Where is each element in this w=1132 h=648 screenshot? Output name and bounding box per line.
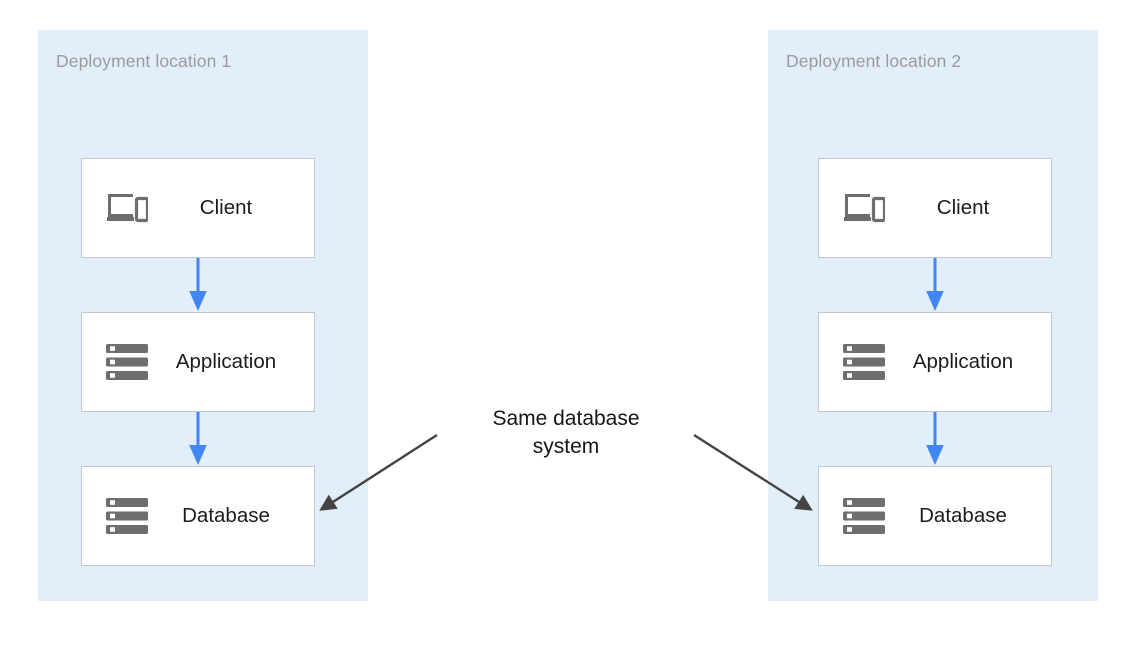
node-application-2[interactable]: Application: [818, 312, 1052, 412]
annotation-line-1: Same database: [492, 407, 640, 430]
node-database-2[interactable]: Database: [818, 466, 1052, 566]
node-client-2[interactable]: Client: [818, 158, 1052, 258]
node-application-1-label: Application: [175, 350, 277, 373]
flow-arrow-client-to-application-2: [923, 258, 947, 312]
node-database-1[interactable]: Database: [81, 466, 315, 566]
annotation-line-2: system: [532, 435, 600, 458]
annotation-label: Same database system: [446, 405, 686, 461]
node-client-1-label: Client: [199, 196, 253, 219]
zone-2-title: Deployment location 2: [786, 51, 962, 71]
flow-arrow-client-to-application-1: [186, 258, 210, 312]
zone-1-title: Deployment location 1: [56, 51, 232, 71]
flow-arrow-application-to-database-1: [186, 412, 210, 466]
devices-icon: [837, 192, 891, 224]
flow-arrow-application-to-database-2: [923, 412, 947, 466]
node-application-1[interactable]: Application: [81, 312, 315, 412]
node-client-1[interactable]: Client: [81, 158, 315, 258]
server-icon: [100, 498, 154, 534]
node-database-1-label: Database: [182, 504, 270, 527]
server-icon: [837, 498, 891, 534]
devices-icon: [100, 192, 154, 224]
node-application-2-label: Application: [912, 350, 1014, 373]
server-icon: [837, 344, 891, 380]
node-client-2-label: Client: [936, 196, 990, 219]
node-database-2-label: Database: [919, 504, 1007, 527]
server-icon: [100, 344, 154, 380]
